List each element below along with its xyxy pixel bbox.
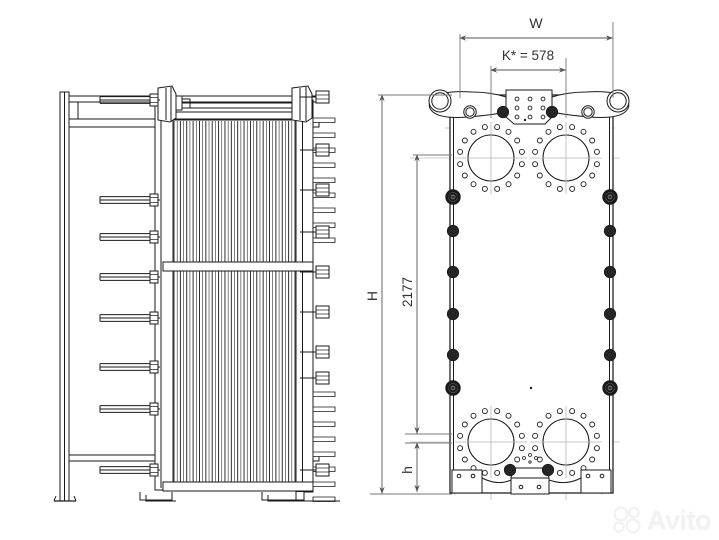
side-view-fixed-cover	[154, 99, 174, 491]
front-elevation-view	[410, 88, 630, 500]
side-view-support-column	[53, 91, 77, 502]
front-view-lifting-lug-right	[551, 89, 630, 119]
dimension-labels: W K* = 578 H 2177 h	[364, 15, 554, 474]
lug-bolt-left	[496, 105, 510, 119]
side-view-bolt-heads-right	[300, 90, 336, 502]
plate-height-dimension	[405, 154, 452, 435]
width-dimension	[459, 22, 614, 98]
side-view-hanger-bracket	[157, 85, 191, 123]
overall-height-dimension	[370, 94, 452, 495]
front-view-ports	[455, 122, 602, 478]
side-view-hanger-bracket-right	[291, 85, 313, 123]
lug-bolt-right	[545, 105, 559, 119]
foot-height-dimension	[405, 442, 452, 492]
front-view-top-bracket	[505, 89, 553, 125]
dimension-annotations	[370, 22, 614, 495]
side-view-top-rail	[162, 102, 304, 120]
label-overall-height: H	[364, 291, 380, 301]
side-view-plate-pack	[172, 119, 297, 491]
label-plate-height: 2177	[400, 277, 415, 307]
label-k-star: K* = 578	[502, 48, 554, 63]
front-view-support-feet	[451, 118, 612, 495]
k-star-dimension	[490, 58, 567, 118]
side-view-pressure-plate	[295, 99, 314, 493]
front-view-lifting-lug-left	[428, 89, 507, 119]
side-view-tie-bolts-left	[99, 93, 161, 477]
side-view-base-feet	[139, 492, 340, 502]
label-width: W	[529, 15, 543, 31]
label-foot-height: h	[399, 466, 415, 474]
side-elevation-view	[53, 85, 340, 502]
